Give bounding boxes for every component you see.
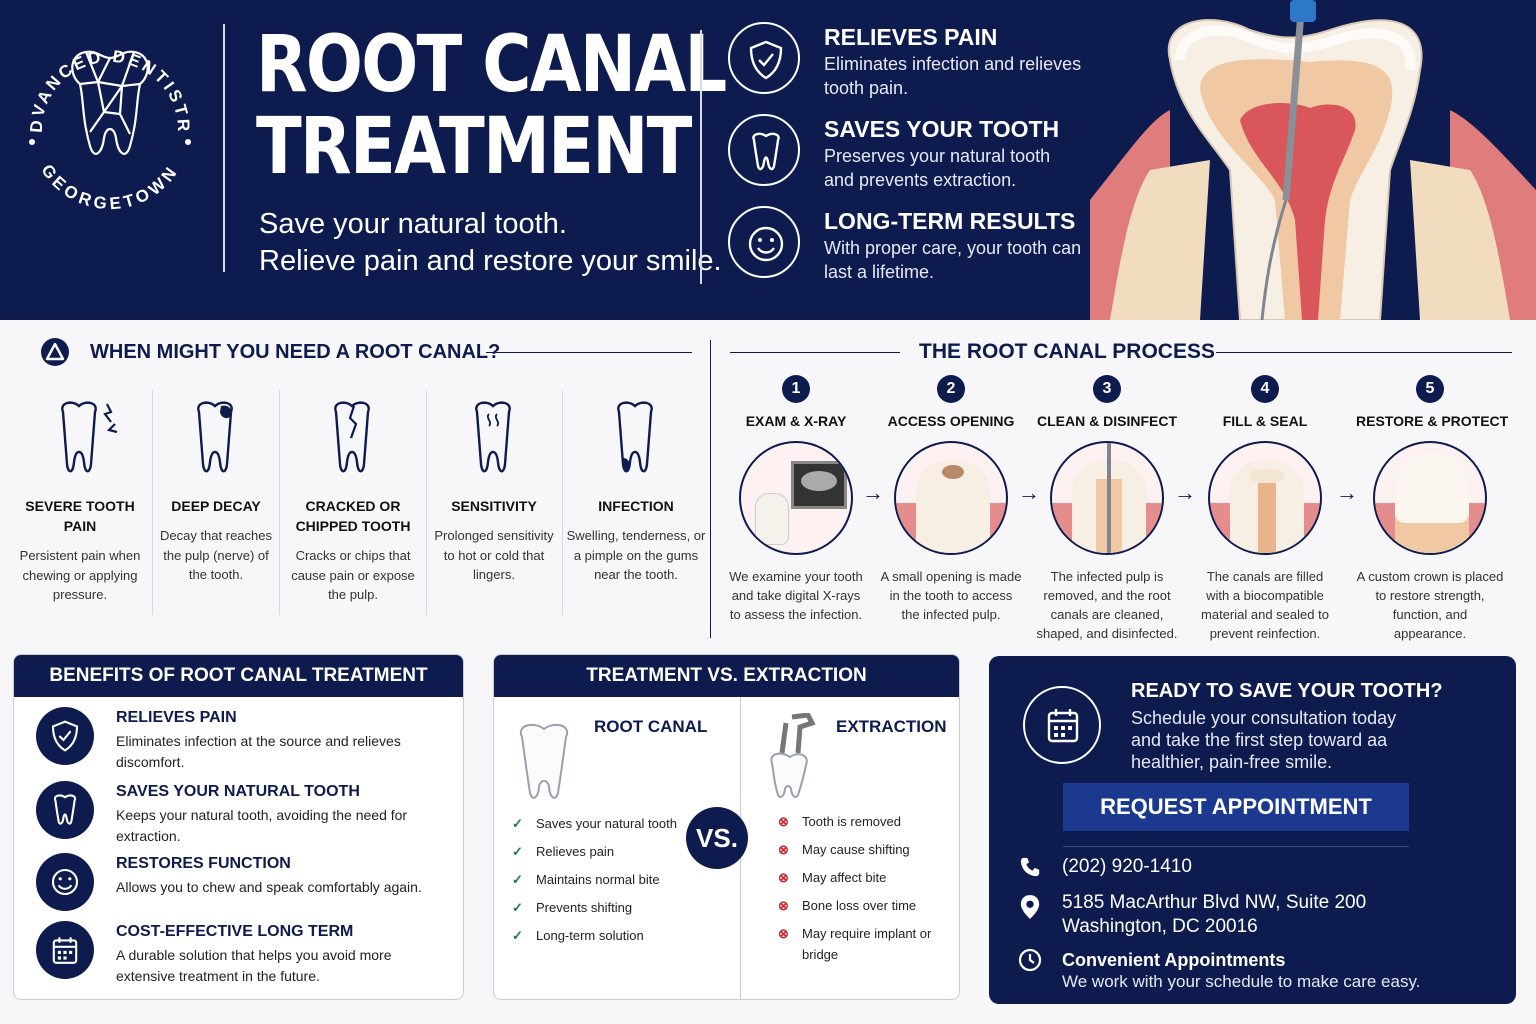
divider: [562, 390, 563, 615]
when-title: WHEN MIGHT YOU NEED A ROOT CANAL?: [90, 341, 501, 363]
smile-icon: [728, 206, 800, 278]
process-step-1: 1 EXAM & X-RAY We examine your tooth and…: [726, 375, 866, 624]
list-item: ✓Saves your natural tooth: [512, 813, 677, 834]
convenient-title: Convenient Appointments: [1062, 950, 1286, 970]
list-item: ⊗May require implant or bridge: [778, 923, 938, 965]
svg-text:GEORGETOWN: GEORGETOWN: [37, 161, 182, 214]
list-item: ⊗Tooth is removed: [778, 811, 938, 832]
x-icon: ⊗: [778, 870, 789, 885]
cta-title: READY TO SAVE YOUR TOOTH?: [1131, 680, 1443, 702]
x-icon: ⊗: [778, 926, 789, 941]
restore-protect-image: [1373, 441, 1487, 555]
check-icon: ✓: [512, 844, 523, 859]
list-item: ✓Long-term solution: [512, 925, 677, 946]
symptom-cracked-tooth: CRACKED OR CHIPPED TOOTH Cracks or chips…: [283, 398, 423, 605]
divider: [730, 352, 900, 353]
benefits-title: BENEFITS OF ROOT CANAL TREATMENT: [14, 655, 463, 697]
benefits-card: BENEFITS OF ROOT CANAL TREATMENT RELIEVE…: [13, 654, 464, 1000]
access-opening-image: [894, 441, 1008, 555]
logo-top-text: ADVANCED DENTISTRY: [20, 22, 190, 134]
hero-subtitle: Save your natural tooth. Relieve pain an…: [259, 208, 722, 277]
cta-card: READY TO SAVE YOUR TOOTH? Schedule your …: [989, 656, 1516, 1004]
svg-text:ADVANCED DENTISTRY: ADVANCED DENTISTRY: [20, 22, 193, 134]
list-item: ✓Relieves pain: [512, 841, 677, 862]
tooth-pain-icon: [61, 401, 118, 473]
calendar-icon: [36, 921, 94, 979]
sensitive-tooth-icon: [475, 401, 511, 473]
location-pin-icon: [1020, 895, 1040, 919]
divider: [486, 352, 692, 353]
divider: [223, 24, 225, 272]
extraction-forceps-icon: [770, 713, 816, 798]
divider: [700, 30, 702, 284]
list-item: ⊗Bone loss over time: [778, 895, 938, 916]
process-step-3: 3 CLEAN & DISINFECT The infected pulp is…: [1036, 375, 1178, 643]
tooth-icon: [36, 781, 94, 839]
x-icon: ⊗: [778, 842, 789, 857]
cracked-tooth-icon: [334, 401, 370, 473]
process-step-2: 2 ACCESS OPENING A small opening is made…: [880, 375, 1022, 624]
symptom-infection: INFECTION Swelling, tenderness, or a pim…: [566, 398, 706, 585]
list-item: ✓Prevents shifting: [512, 897, 677, 918]
tooth-icon: [519, 723, 569, 799]
arrow-right-icon: →: [1336, 480, 1358, 505]
symptom-sensitivity: SENSITIVITY Prolonged sensitivity to hot…: [430, 398, 558, 585]
root-canal-list: ✓Saves your natural tooth ✓Relieves pain…: [512, 813, 677, 953]
root-canal-heading: ROOT CANAL: [594, 717, 708, 736]
page-title: ROOT CANAL TREATMENT: [256, 20, 727, 192]
extraction-heading: EXTRACTION: [836, 717, 947, 736]
phone-icon: [1020, 857, 1040, 877]
check-icon: ✓: [512, 900, 523, 915]
hero-banner: ADVANCED DENTISTRY GEORGETOWN ROOT CANAL…: [0, 0, 1536, 320]
process-title: THE ROOT CANAL PROCESS: [919, 340, 1215, 363]
tooth-icon: [728, 114, 800, 186]
shield-check-icon: [728, 22, 800, 94]
smile-icon: [36, 853, 94, 911]
check-icon: ✓: [512, 816, 523, 831]
versus-card: TREATMENT VS. EXTRACTION ROOT CANAL ✓Sav…: [493, 654, 960, 1000]
process-step-5: 5 RESTORE & PROTECT A custom crown is pl…: [1356, 375, 1508, 643]
list-item: ⊗May cause shifting: [778, 839, 938, 860]
symptom-deep-decay: DEEP DECAY Decay that reaches the pulp (…: [156, 398, 276, 585]
convenient-text: We work with your schedule to make care …: [1062, 972, 1421, 991]
arrow-right-icon: →: [1018, 480, 1040, 505]
vs-badge: VS.: [686, 807, 748, 869]
versus-title: TREATMENT VS. EXTRACTION: [494, 655, 959, 697]
divider: [426, 390, 427, 615]
fill-seal-image: [1208, 441, 1322, 555]
divider: [279, 390, 280, 615]
divider: [710, 340, 711, 638]
divider: [152, 390, 153, 615]
divider: [1063, 846, 1409, 847]
tooth-decay-icon: [197, 401, 233, 473]
cta-text: Schedule your consultation today and tak…: [1131, 708, 1397, 772]
check-icon: ✓: [512, 928, 523, 943]
x-icon: ⊗: [778, 898, 789, 913]
list-item: ⊗May affect bite: [778, 867, 938, 888]
request-appointment-button[interactable]: REQUEST APPOINTMENT: [1063, 783, 1409, 831]
root-canal-illustration: [1090, 0, 1536, 320]
check-icon: ✓: [512, 872, 523, 887]
logo-bottom-text: GEORGETOWN: [37, 161, 178, 214]
clean-disinfect-image: [1050, 441, 1164, 555]
calendar-icon: [1023, 686, 1101, 764]
divider: [1216, 352, 1512, 353]
clock-icon: [1018, 948, 1042, 972]
warning-icon: [41, 338, 69, 366]
process-step-4: 4 FILL & SEAL The canals are filled with…: [1196, 375, 1334, 643]
infected-tooth-icon: [617, 401, 653, 473]
exam-xray-image: [739, 441, 853, 555]
list-item: ✓Maintains normal bite: [512, 869, 677, 890]
x-icon: ⊗: [778, 814, 789, 829]
arrow-right-icon: →: [862, 480, 884, 505]
address: 5185 MacArthur Blvd NW, Suite 200 Washin…: [1062, 892, 1367, 937]
phone-number[interactable]: (202) 920-1410: [1062, 856, 1192, 877]
arrow-right-icon: →: [1174, 480, 1196, 505]
practice-logo: ADVANCED DENTISTRY GEORGETOWN: [20, 22, 193, 214]
shield-check-icon: [36, 707, 94, 765]
extraction-list: ⊗Tooth is removed ⊗May cause shifting ⊗M…: [778, 811, 938, 972]
symptom-severe-pain: SEVERE TOOTH PAIN Persistent pain when c…: [12, 398, 148, 605]
